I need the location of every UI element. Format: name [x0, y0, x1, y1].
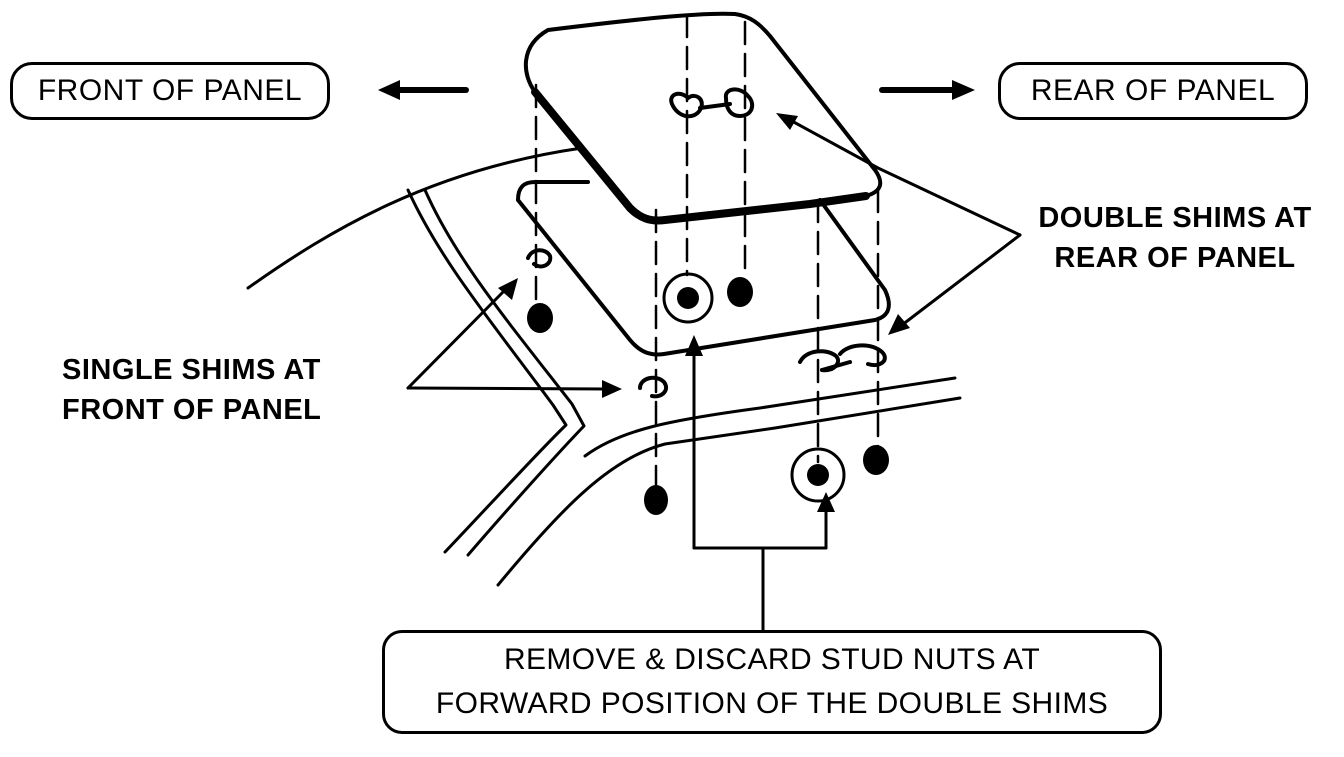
stud-nuts: [527, 277, 889, 515]
double-shims-line1: DOUBLE SHIMS AT: [1038, 202, 1312, 234]
double-shims-label: DOUBLE SHIMS AT REAR OF PANEL: [1015, 198, 1335, 278]
single-shims-line1: SINGLE SHIMS AT: [62, 354, 321, 386]
leader-lines: [406, 118, 1022, 632]
rear-of-panel-text: REAR OF PANEL: [1030, 74, 1276, 107]
rear-arrow: [879, 80, 975, 100]
front-of-panel-label: FRONT OF PANEL: [10, 62, 330, 120]
single-shims-label: SINGLE SHIMS AT FRONT OF PANEL: [62, 350, 392, 430]
crossmember-lower: [496, 396, 962, 587]
stud-hole-upper: [662, 272, 714, 324]
upper-panel-thick-edge: [531, 88, 870, 225]
front-arrow: [378, 80, 469, 100]
upper-panel-outline: [523, 11, 883, 223]
frame-rail-outer: [406, 188, 568, 554]
double-shims-line2: REAR OF PANEL: [1054, 242, 1296, 274]
front-of-panel-text: FRONT OF PANEL: [37, 74, 303, 107]
single-shims-line2: FRONT OF PANEL: [62, 394, 322, 426]
stud-hole-lower: [790, 447, 846, 503]
frame-rail-inner: [423, 188, 586, 557]
lower-panel-outline: [516, 180, 891, 357]
rear-of-panel-label: REAR OF PANEL: [998, 62, 1308, 120]
callout-line2: FORWARD POSITION OF THE DOUBLE SHIMS: [435, 687, 1109, 720]
crossmember-upper: [583, 376, 957, 458]
single-shim-left: [526, 248, 553, 269]
remove-discard-callout: REMOVE & DISCARD STUD NUTS AT FORWARD PO…: [382, 630, 1162, 734]
single-shim-center: [638, 375, 669, 399]
arrowheads: [498, 113, 910, 512]
double-shim-upper: [669, 87, 755, 119]
double-shim-lower: [798, 343, 887, 373]
callout-line1: REMOVE & DISCARD STUD NUTS AT: [503, 643, 1041, 676]
body-curve: [246, 146, 584, 290]
